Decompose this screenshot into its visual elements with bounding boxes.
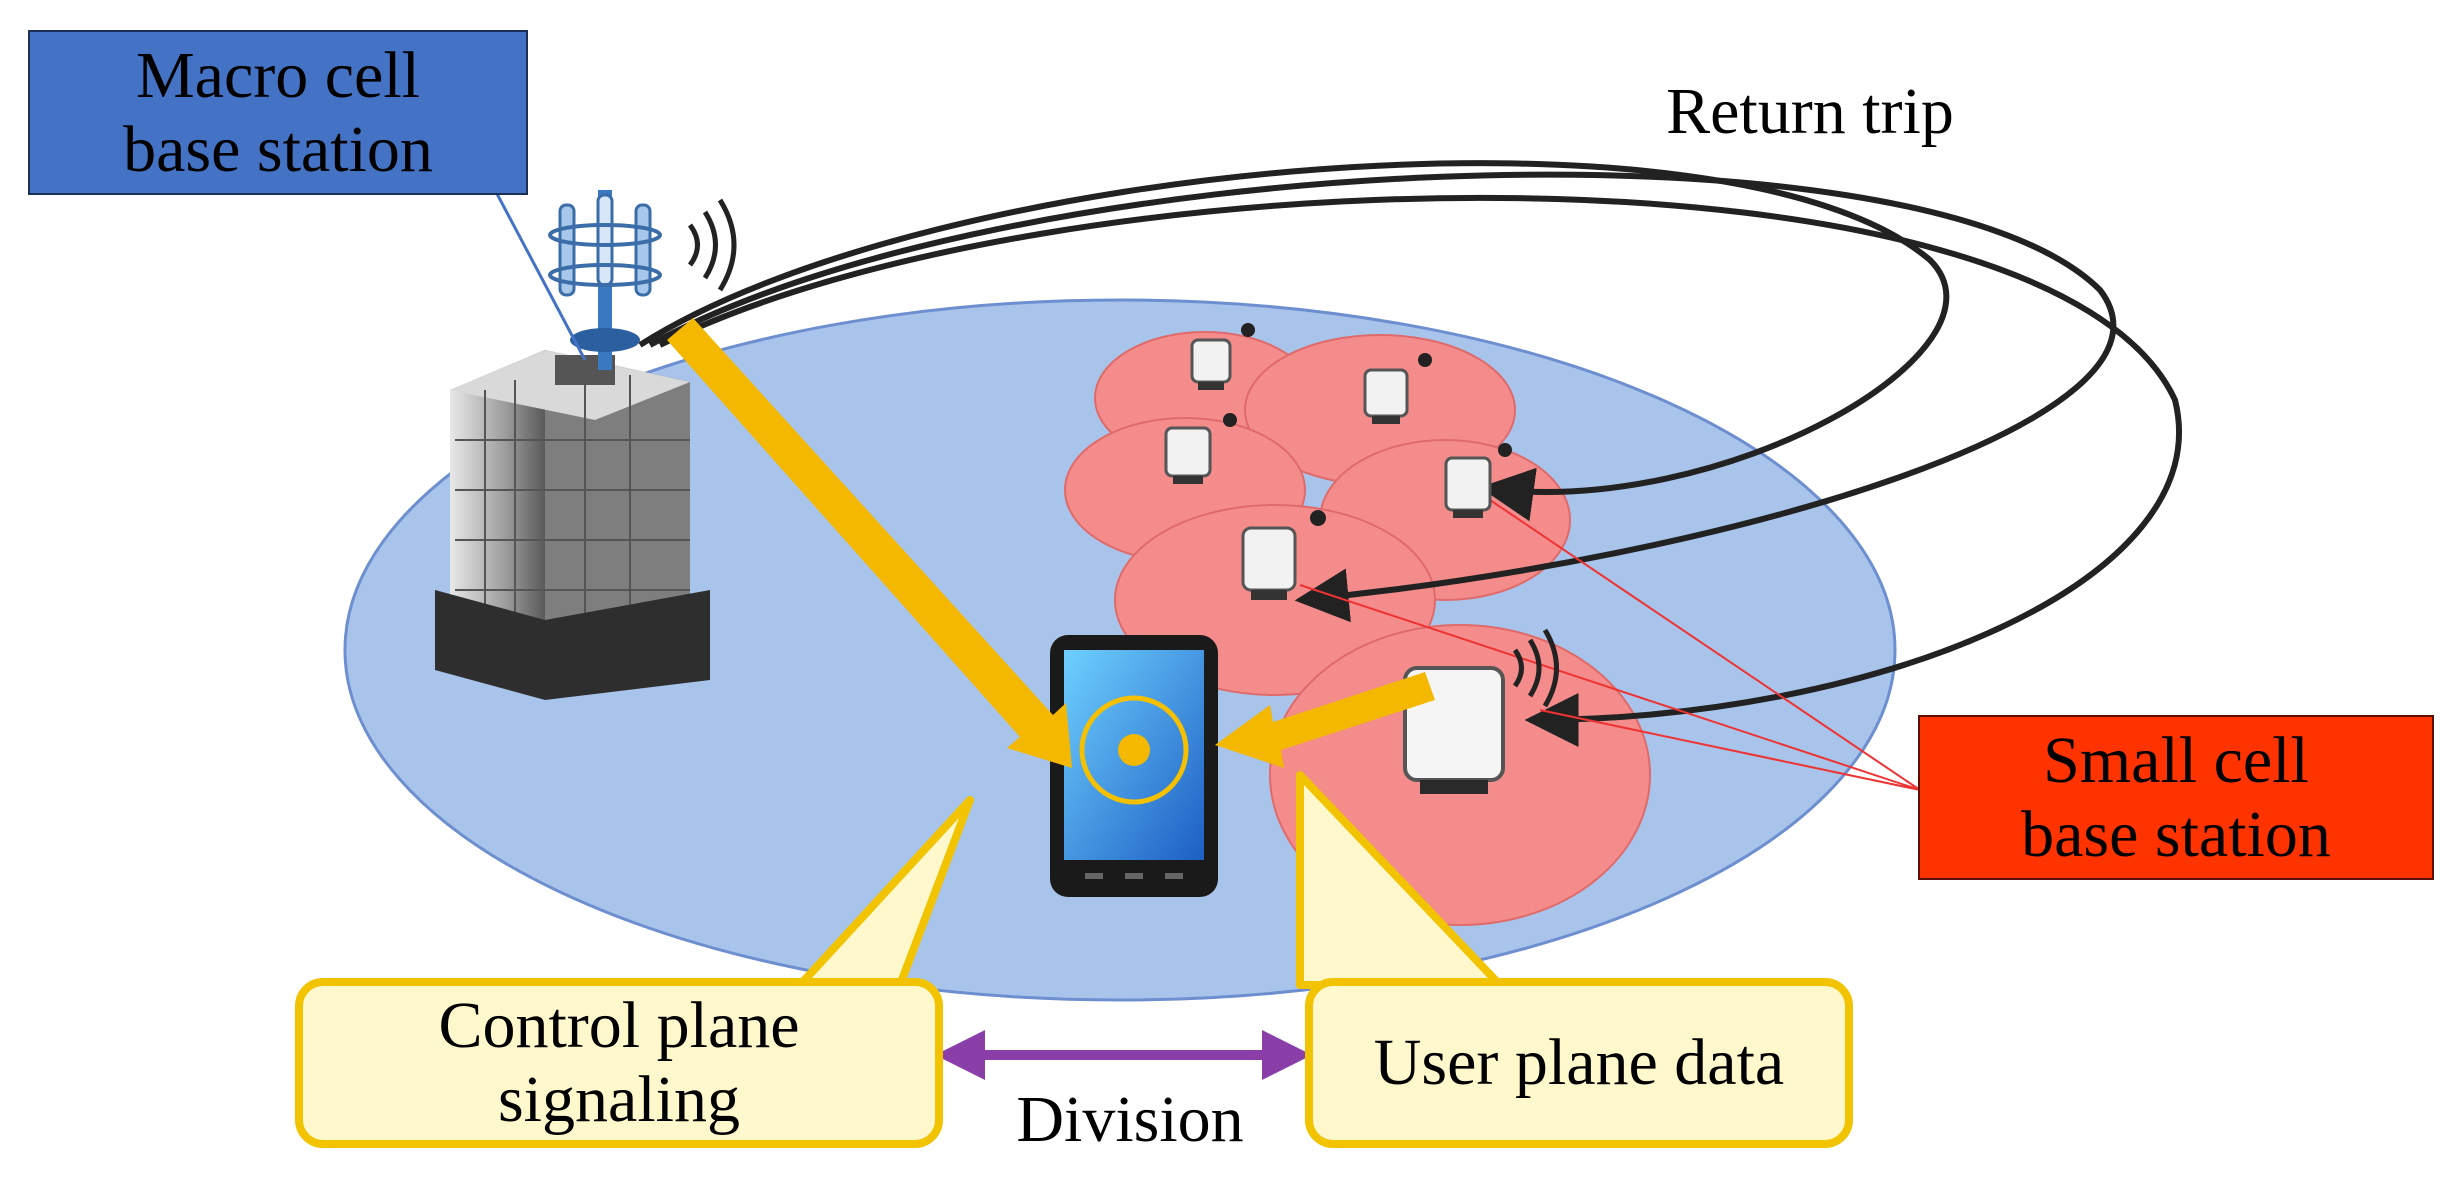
antenna-icon [548,190,737,370]
small-cell-station-icon [1241,510,1326,600]
smartphone-icon [1050,635,1218,897]
building-icon [435,350,710,700]
macro-label-line1: Macro cell [135,38,420,112]
user-plane-label: User plane data [1305,978,1853,1148]
control-plane-label: Control plane signaling [295,978,943,1148]
division-label: Division [1016,1083,1244,1157]
macro-label-leader [493,189,587,361]
small-cell-station-icon [1444,443,1512,518]
small-cell-station-icon [1164,413,1237,484]
return-trip-label: Return trip [1666,75,1954,149]
small-cell-label: Small cell base station [1918,715,2434,880]
small-cell-stations [1164,323,1559,794]
small-label-line1: Small cell [2043,723,2309,797]
callout-pointers [796,771,1504,989]
macro-cell-label: Macro cell base station [28,30,528,195]
small-cell-leader-lines [1299,499,1921,791]
small-label-line2: base station [2021,797,2331,871]
control-label-line1: Control plane [438,989,800,1063]
small-cell-station-icon [1363,353,1432,424]
macro-label-line2: base station [123,112,433,186]
control-label-line2: signaling [498,1063,740,1136]
small-cell-station-icon [1190,323,1255,390]
return-trip-lines [638,160,2182,747]
signal-arrows [667,318,1435,768]
